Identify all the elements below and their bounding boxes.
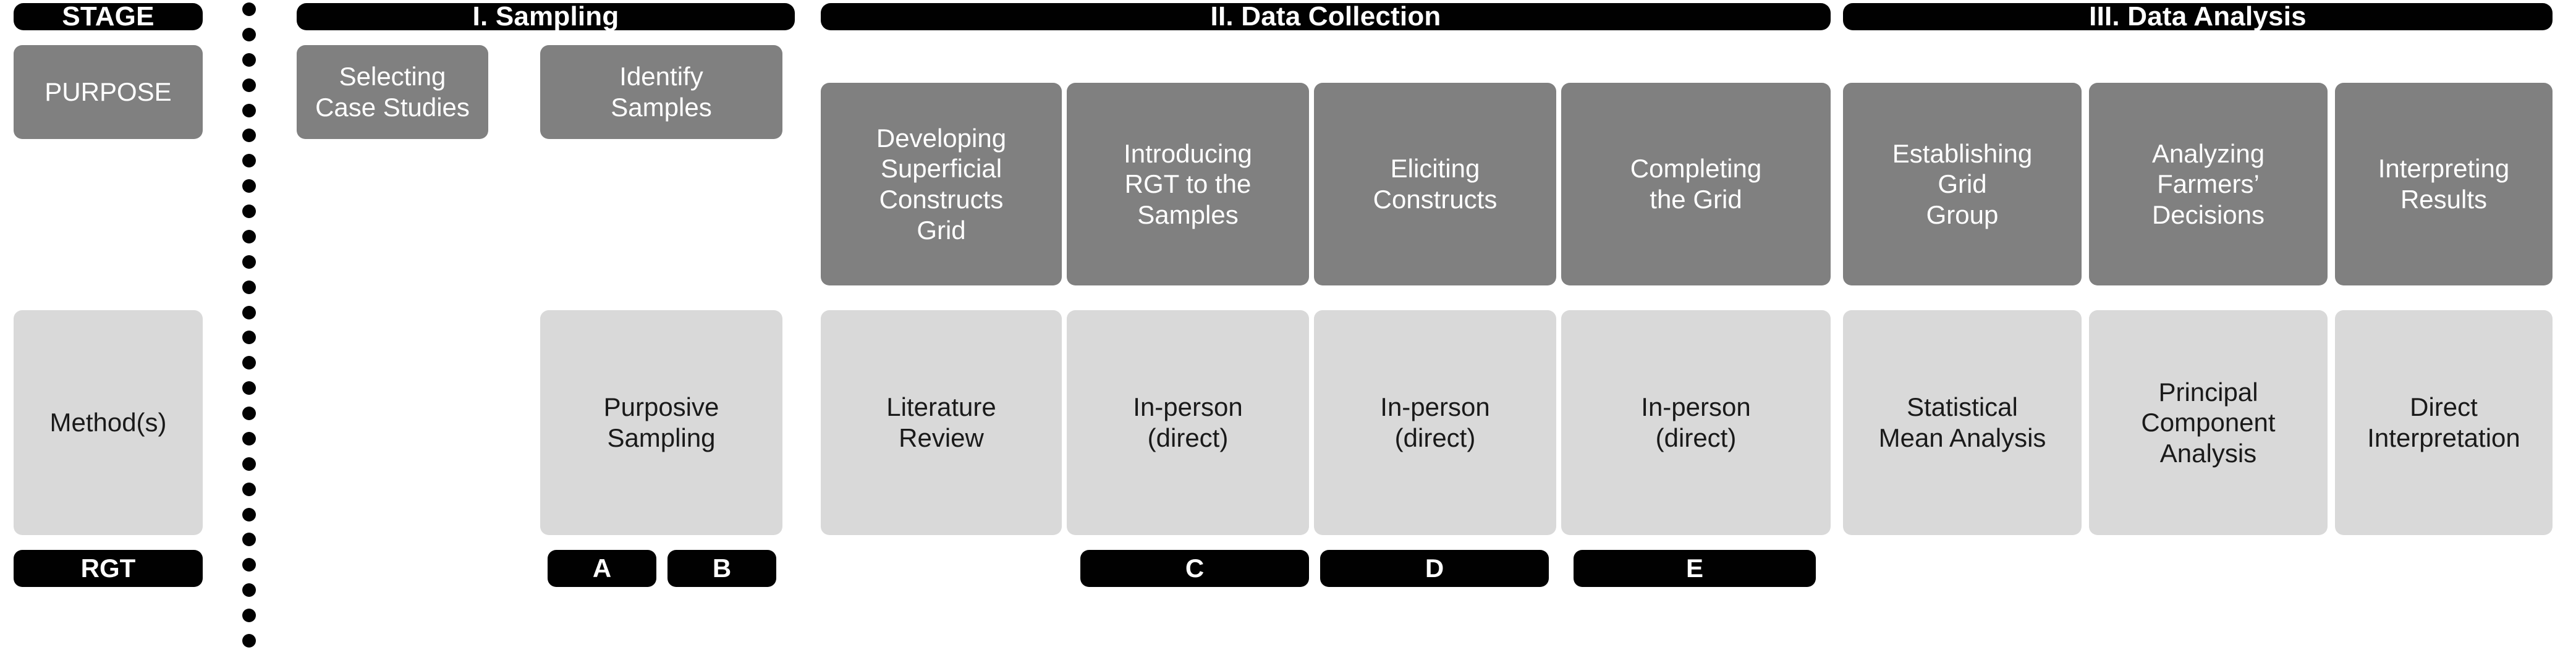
divider-dot bbox=[242, 53, 256, 67]
divider-dot bbox=[242, 229, 256, 243]
method-direct-interpretation: Direct Interpretation bbox=[2335, 310, 2553, 535]
divider-dot bbox=[242, 457, 256, 471]
method-text: In-person (direct) bbox=[1641, 392, 1751, 452]
purpose-text: Developing Superficial Constructs Grid bbox=[876, 123, 1007, 245]
rgt-badge-a: A bbox=[548, 550, 656, 587]
purpose-eliciting-constructs: Eliciting Constructs bbox=[1314, 83, 1556, 285]
rgt-badge-c: C bbox=[1080, 550, 1309, 587]
method-in-person-direct-completing: In-person (direct) bbox=[1561, 310, 1831, 535]
method-text: Statistical Mean Analysis bbox=[1878, 392, 2046, 452]
divider-dot bbox=[242, 482, 256, 496]
method-text: In-person (direct) bbox=[1133, 392, 1243, 452]
purpose-text: Analyzing Farmers’ Decisions bbox=[2151, 138, 2265, 229]
divider-dot bbox=[242, 205, 256, 218]
divider-dot bbox=[242, 2, 256, 16]
purpose-text: Interpreting Results bbox=[2378, 154, 2510, 214]
purpose-text: Eliciting Constructs bbox=[1373, 154, 1498, 214]
divider-dot bbox=[242, 331, 256, 345]
divider-dot bbox=[242, 558, 256, 572]
purpose-developing-superficial-constructs-grid: Developing Superficial Constructs Grid bbox=[821, 83, 1062, 285]
purpose-row-label: PURPOSE bbox=[14, 45, 203, 139]
purpose-text: Completing the Grid bbox=[1630, 154, 1762, 214]
method-text: Purposive Sampling bbox=[603, 392, 719, 452]
divider-dot bbox=[242, 507, 256, 521]
method-text: Direct Interpretation bbox=[2367, 392, 2520, 452]
rgt-row-label: RGT bbox=[14, 550, 203, 587]
purpose-text: Introducing RGT to the Samples bbox=[1124, 138, 1252, 229]
stage-row-label: STAGE bbox=[14, 1, 203, 32]
divider-dot bbox=[242, 633, 256, 648]
divider-dot bbox=[242, 154, 256, 168]
method-in-person-direct-introducing: In-person (direct) bbox=[1067, 310, 1309, 535]
purpose-completing-the-grid: Completing the Grid bbox=[1561, 83, 1831, 285]
purpose-introducing-rgt-to-the-samples: Introducing RGT to the Samples bbox=[1067, 83, 1309, 285]
stage-header-data-collection: II. Data Collection bbox=[821, 1, 1831, 32]
purpose-analyzing-farmers-decisions: Analyzing Farmers’ Decisions bbox=[2089, 83, 2328, 285]
divider-dot bbox=[242, 533, 256, 547]
method-literature-review: Literature Review bbox=[821, 310, 1062, 535]
purpose-selecting-case-studies: Selecting Case Studies bbox=[297, 45, 488, 139]
divider-dot bbox=[242, 129, 256, 143]
rgt-badge-b: B bbox=[667, 550, 776, 587]
divider-dot bbox=[242, 78, 256, 92]
divider-dot bbox=[242, 305, 256, 319]
method-text: Principal Component Analysis bbox=[2141, 377, 2276, 468]
divider-dot bbox=[242, 27, 256, 41]
stage-header-data-analysis: III. Data Analysis bbox=[1843, 1, 2553, 32]
method-in-person-direct-eliciting: In-person (direct) bbox=[1314, 310, 1556, 535]
purpose-identify-samples: Identify Samples bbox=[540, 45, 782, 139]
divider-dot bbox=[242, 381, 256, 395]
purpose-interpreting-results: Interpreting Results bbox=[2335, 83, 2553, 285]
method-purposive-sampling: Purposive Sampling bbox=[540, 310, 782, 535]
divider-dot bbox=[242, 356, 256, 370]
methods-row-label: Method(s) bbox=[14, 310, 203, 535]
divider-dot bbox=[242, 431, 256, 445]
method-text: Literature Review bbox=[886, 392, 996, 452]
rgt-badge-e: E bbox=[1574, 550, 1816, 587]
purpose-text: Identify Samples bbox=[611, 62, 712, 122]
rgt-badge-d: D bbox=[1320, 550, 1549, 587]
purpose-text: Establishing Grid Group bbox=[1892, 138, 2033, 229]
divider-dot bbox=[242, 179, 256, 193]
method-text: In-person (direct) bbox=[1380, 392, 1490, 452]
divider-dot bbox=[242, 255, 256, 269]
stage-header-sampling: I. Sampling bbox=[297, 1, 795, 32]
divider-dot bbox=[242, 103, 256, 117]
method-statistical-mean-analysis: Statistical Mean Analysis bbox=[1843, 310, 2082, 535]
purpose-text: Selecting Case Studies bbox=[315, 62, 470, 122]
purpose-establishing-grid-group: Establishing Grid Group bbox=[1843, 83, 2082, 285]
divider-dot bbox=[242, 280, 256, 294]
method-principal-component-analysis: Principal Component Analysis bbox=[2089, 310, 2328, 535]
divider-dot bbox=[242, 609, 256, 622]
dotted-divider bbox=[240, 2, 258, 648]
divider-dot bbox=[242, 407, 256, 420]
divider-dot bbox=[242, 583, 256, 597]
